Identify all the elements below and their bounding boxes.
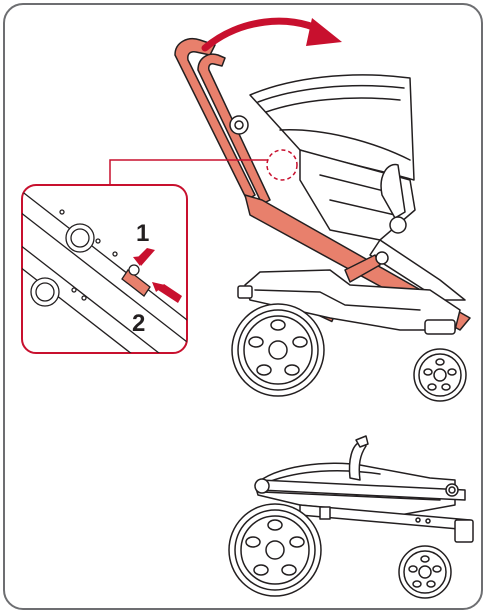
rear-wheel xyxy=(231,303,325,397)
stroller-unfolded xyxy=(174,38,471,402)
seat xyxy=(299,149,466,301)
detail-inset: 1 2 xyxy=(21,184,188,354)
folded-rear-wheel xyxy=(228,503,322,597)
curved-arrow-icon xyxy=(201,17,342,52)
stroller-folded xyxy=(228,435,474,599)
fold-button-highlight xyxy=(266,149,298,181)
front-wheel xyxy=(413,319,467,402)
callout-connector xyxy=(109,159,268,185)
bumper-bar xyxy=(380,163,407,234)
step-label-1: 1 xyxy=(136,220,149,247)
press-arrow-icon xyxy=(133,248,182,303)
step-label-2: 2 xyxy=(132,310,145,337)
folded-front-wheels xyxy=(398,545,452,599)
